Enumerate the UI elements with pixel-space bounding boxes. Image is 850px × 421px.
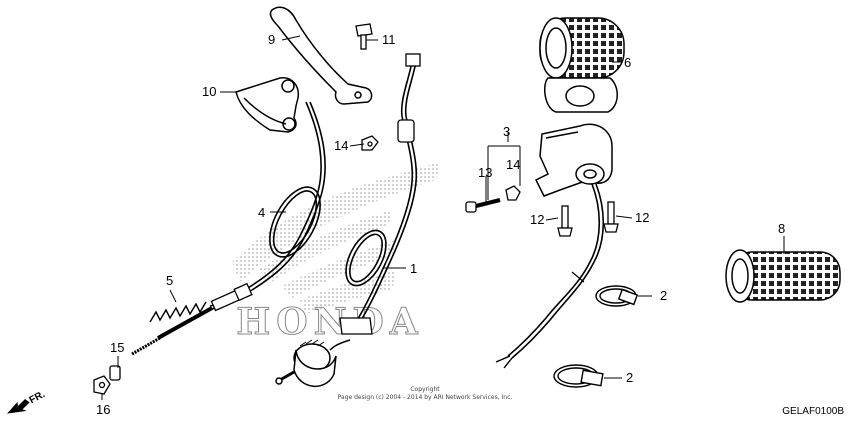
copyright-notice: Copyright Page design (c) 2004 - 2014 by… [330,386,520,402]
cable-band-b [553,364,604,388]
callout-10: 10 [202,84,217,99]
callout-2b: 2 [626,370,634,385]
callout-14b: 14 [506,157,521,172]
throttle-grip [539,17,625,113]
callout-6: 6 [624,55,632,70]
leader-lines [101,35,785,400]
callout-11: 11 [382,32,396,47]
callout-13: 13 [478,165,493,180]
screw-part-12a [557,205,573,237]
callout-12a: 12 [530,212,545,227]
copyright-line-1: Copyright [410,386,440,393]
nut-part-14b [505,185,521,201]
cable-knurled-nut [275,339,351,388]
copyright-line-2: Page design (c) 2004 - 2014 by ARI Netwo… [337,394,513,401]
callout-3: 3 [503,124,511,139]
cable-band-a [595,285,639,307]
spring-part-5 [149,301,207,323]
brake-lever [269,6,373,105]
lever-bracket [235,77,300,133]
throttle-cable-end [339,53,421,335]
clip-part-15 [109,365,121,381]
callout-12b: 12 [635,210,650,225]
throttle-housing [534,123,613,197]
callout-15: 15 [110,340,125,355]
front-arrow-icon: FR. [6,389,48,414]
diagram-code: GELAF0100B [782,406,844,417]
nut-part-14 [361,135,379,151]
screw-part-12b [603,201,619,233]
callout-8: 8 [778,221,786,236]
brake-cable-adjuster [131,282,253,356]
callout-16: 16 [96,402,111,417]
front-label: FR. [28,390,48,406]
screw-part-11 [355,23,373,50]
screw-part-13 [465,198,501,213]
honda-wing-watermark [232,162,440,314]
callout-4: 4 [258,205,266,220]
honda-logo-watermark: HONDA [236,301,423,344]
nut-part-16 [93,375,111,395]
front-direction-indicator: FR. [4,389,60,421]
callout-14a: 14 [334,138,349,153]
left-grip [725,249,841,303]
throttle-cable [345,61,418,323]
switch-wire [495,183,605,369]
callout-1: 1 [410,261,418,276]
svg-text:HONDA: HONDA [236,301,423,343]
callout-9: 9 [268,32,276,47]
callout-2a: 2 [660,288,668,303]
callout-5: 5 [166,273,174,288]
